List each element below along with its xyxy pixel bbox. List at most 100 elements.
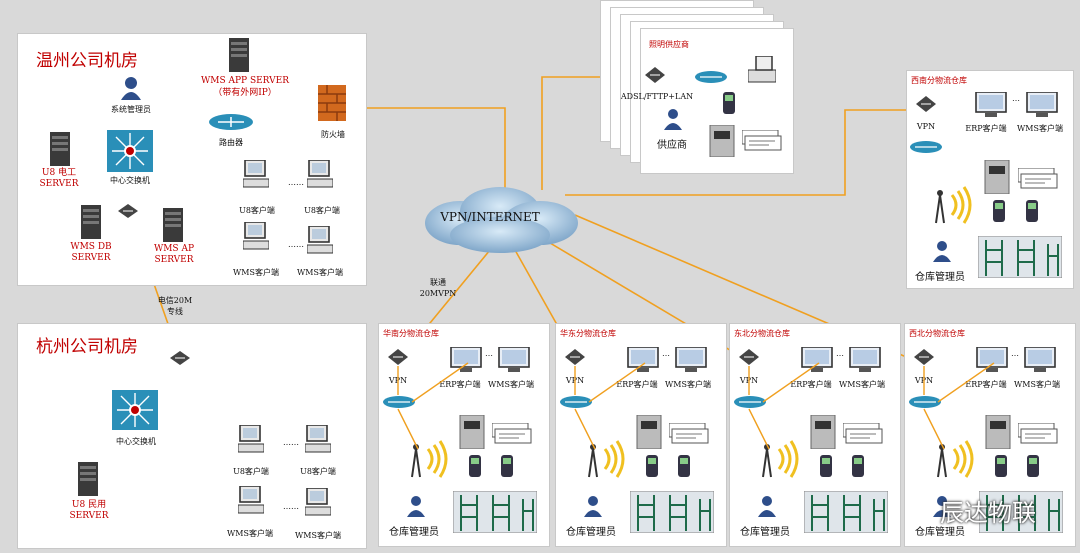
user-icon <box>933 496 951 517</box>
printer-icon <box>985 415 1011 449</box>
printer-icon <box>810 415 836 449</box>
adsl-label: ADSL/FTTP+LAN <box>620 92 694 101</box>
computer-icon <box>238 425 264 453</box>
connection-lines <box>748 362 820 450</box>
ellipsis: ⋯ <box>1012 96 1020 105</box>
erp-client-label: ERP客户端 <box>965 124 1007 133</box>
monitor-icon <box>849 347 881 372</box>
scanner-icon <box>723 92 735 114</box>
labels-icon <box>1018 168 1058 189</box>
panel-title: 东北分物流仓库 <box>734 329 790 338</box>
printer-icon <box>636 415 662 449</box>
router-icon <box>560 396 592 408</box>
warehouse-shelves-icon <box>804 491 888 533</box>
panel-title: 华东分物流仓库 <box>560 329 616 338</box>
wifi-ap-icon <box>937 440 974 478</box>
manager-label: 仓库管理员 <box>389 527 439 538</box>
wms-app-server-label: WMS APP SERVER <box>200 76 289 86</box>
admin-label: 系统管理员 <box>111 105 151 114</box>
wifi-ap-icon <box>411 440 448 478</box>
user-icon <box>933 241 951 262</box>
scanner-icon <box>469 455 481 477</box>
manager-label: 仓库管理员 <box>740 527 790 538</box>
panel-title: 杭州公司机房 <box>36 337 138 357</box>
watermark-text: 辰达物联 <box>940 499 1036 527</box>
printer-icon <box>984 160 1010 194</box>
wms-app-server-note: （带有外网IP） <box>213 88 277 98</box>
user-icon <box>758 496 776 517</box>
wms-ap-label: WMS AP SERVER <box>153 244 195 265</box>
router-icon <box>914 349 934 365</box>
server-icon <box>163 208 183 242</box>
computer-icon <box>307 160 333 188</box>
router-icon <box>388 349 408 365</box>
erp-client-label: ERP客户端 <box>965 380 1007 389</box>
printer-icon <box>709 125 735 157</box>
computer-icon <box>243 222 269 250</box>
monitor-icon <box>1024 347 1056 372</box>
monitor-icon <box>450 347 482 372</box>
ellipsis: ⋯ <box>836 351 844 360</box>
switch-label: 中心交换机 <box>116 437 156 446</box>
server-icon <box>229 38 249 72</box>
user-icon <box>407 496 425 517</box>
monitor-icon <box>675 347 707 372</box>
cloud-icon <box>425 187 578 253</box>
router-icon <box>209 114 253 130</box>
monitor-icon <box>1026 92 1058 117</box>
scanner-icon <box>995 455 1007 477</box>
user-icon <box>664 109 682 130</box>
switch-icon <box>107 130 153 172</box>
firewall-label: 防火墙 <box>321 130 345 139</box>
u8-server-label: U8 民用 SERVER <box>69 500 109 521</box>
panel-title: 照明供应商 <box>649 40 689 49</box>
wms-db-label: WMS DB SERVER <box>70 242 112 263</box>
panel-title: 华南分物流仓库 <box>383 329 439 338</box>
u8-client-label: U8客户端 <box>239 206 275 215</box>
warehouse-shelves-icon <box>453 491 537 533</box>
manager-label: 仓库管理员 <box>915 527 965 538</box>
manager-label: 仓库管理员 <box>566 527 616 538</box>
wms-client-label: WMS客户端 <box>839 380 885 389</box>
labels-icon <box>843 423 883 444</box>
erp-client-label: ERP客户端 <box>439 380 481 389</box>
scanner-icon <box>1027 455 1039 477</box>
scanner-icon <box>501 455 513 477</box>
monitor-icon <box>498 347 530 372</box>
firewall-icon <box>318 85 346 121</box>
computer-icon <box>305 425 331 453</box>
erp-client-label: ERP客户端 <box>616 380 658 389</box>
router-icon <box>910 141 942 153</box>
router-icon <box>916 96 936 112</box>
u8-client-label: U8客户端 <box>304 206 340 215</box>
wms-client-label: WMS客户端 <box>665 380 711 389</box>
computer-icon <box>238 486 264 514</box>
monitor-icon <box>976 347 1008 372</box>
wms-client-label: WMS客户端 <box>1017 124 1063 133</box>
labels-icon <box>1018 423 1058 444</box>
labels-icon <box>669 423 709 444</box>
computer-icon <box>748 56 776 83</box>
monitor-icon <box>627 347 659 372</box>
router-icon <box>909 396 941 408</box>
computer-icon <box>243 160 269 188</box>
wifi-ap-icon <box>935 186 972 224</box>
u8-client-label: U8客户端 <box>300 467 336 476</box>
wifi-ap-icon <box>588 440 625 478</box>
switch-icon <box>112 390 158 430</box>
router-icon <box>695 71 727 83</box>
wms-client-label: WMS客户端 <box>1014 380 1060 389</box>
router-icon <box>645 67 665 83</box>
scanner-icon <box>1026 200 1038 222</box>
server-icon <box>50 132 70 166</box>
ellipsis: …… <box>288 178 304 187</box>
wms-client-label: WMS客户端 <box>227 529 273 538</box>
wms-client-label: WMS客户端 <box>295 531 341 540</box>
ellipsis: ⋯ <box>1011 351 1019 360</box>
vpn-link-label: 联通 20MVPN <box>419 278 457 298</box>
wms-client-label: WMS客户端 <box>297 268 343 277</box>
scanner-icon <box>820 455 832 477</box>
labels-icon <box>742 130 782 151</box>
ellipsis: ⋯ <box>662 351 670 360</box>
link-label: 电信20M 专线 <box>157 296 193 316</box>
